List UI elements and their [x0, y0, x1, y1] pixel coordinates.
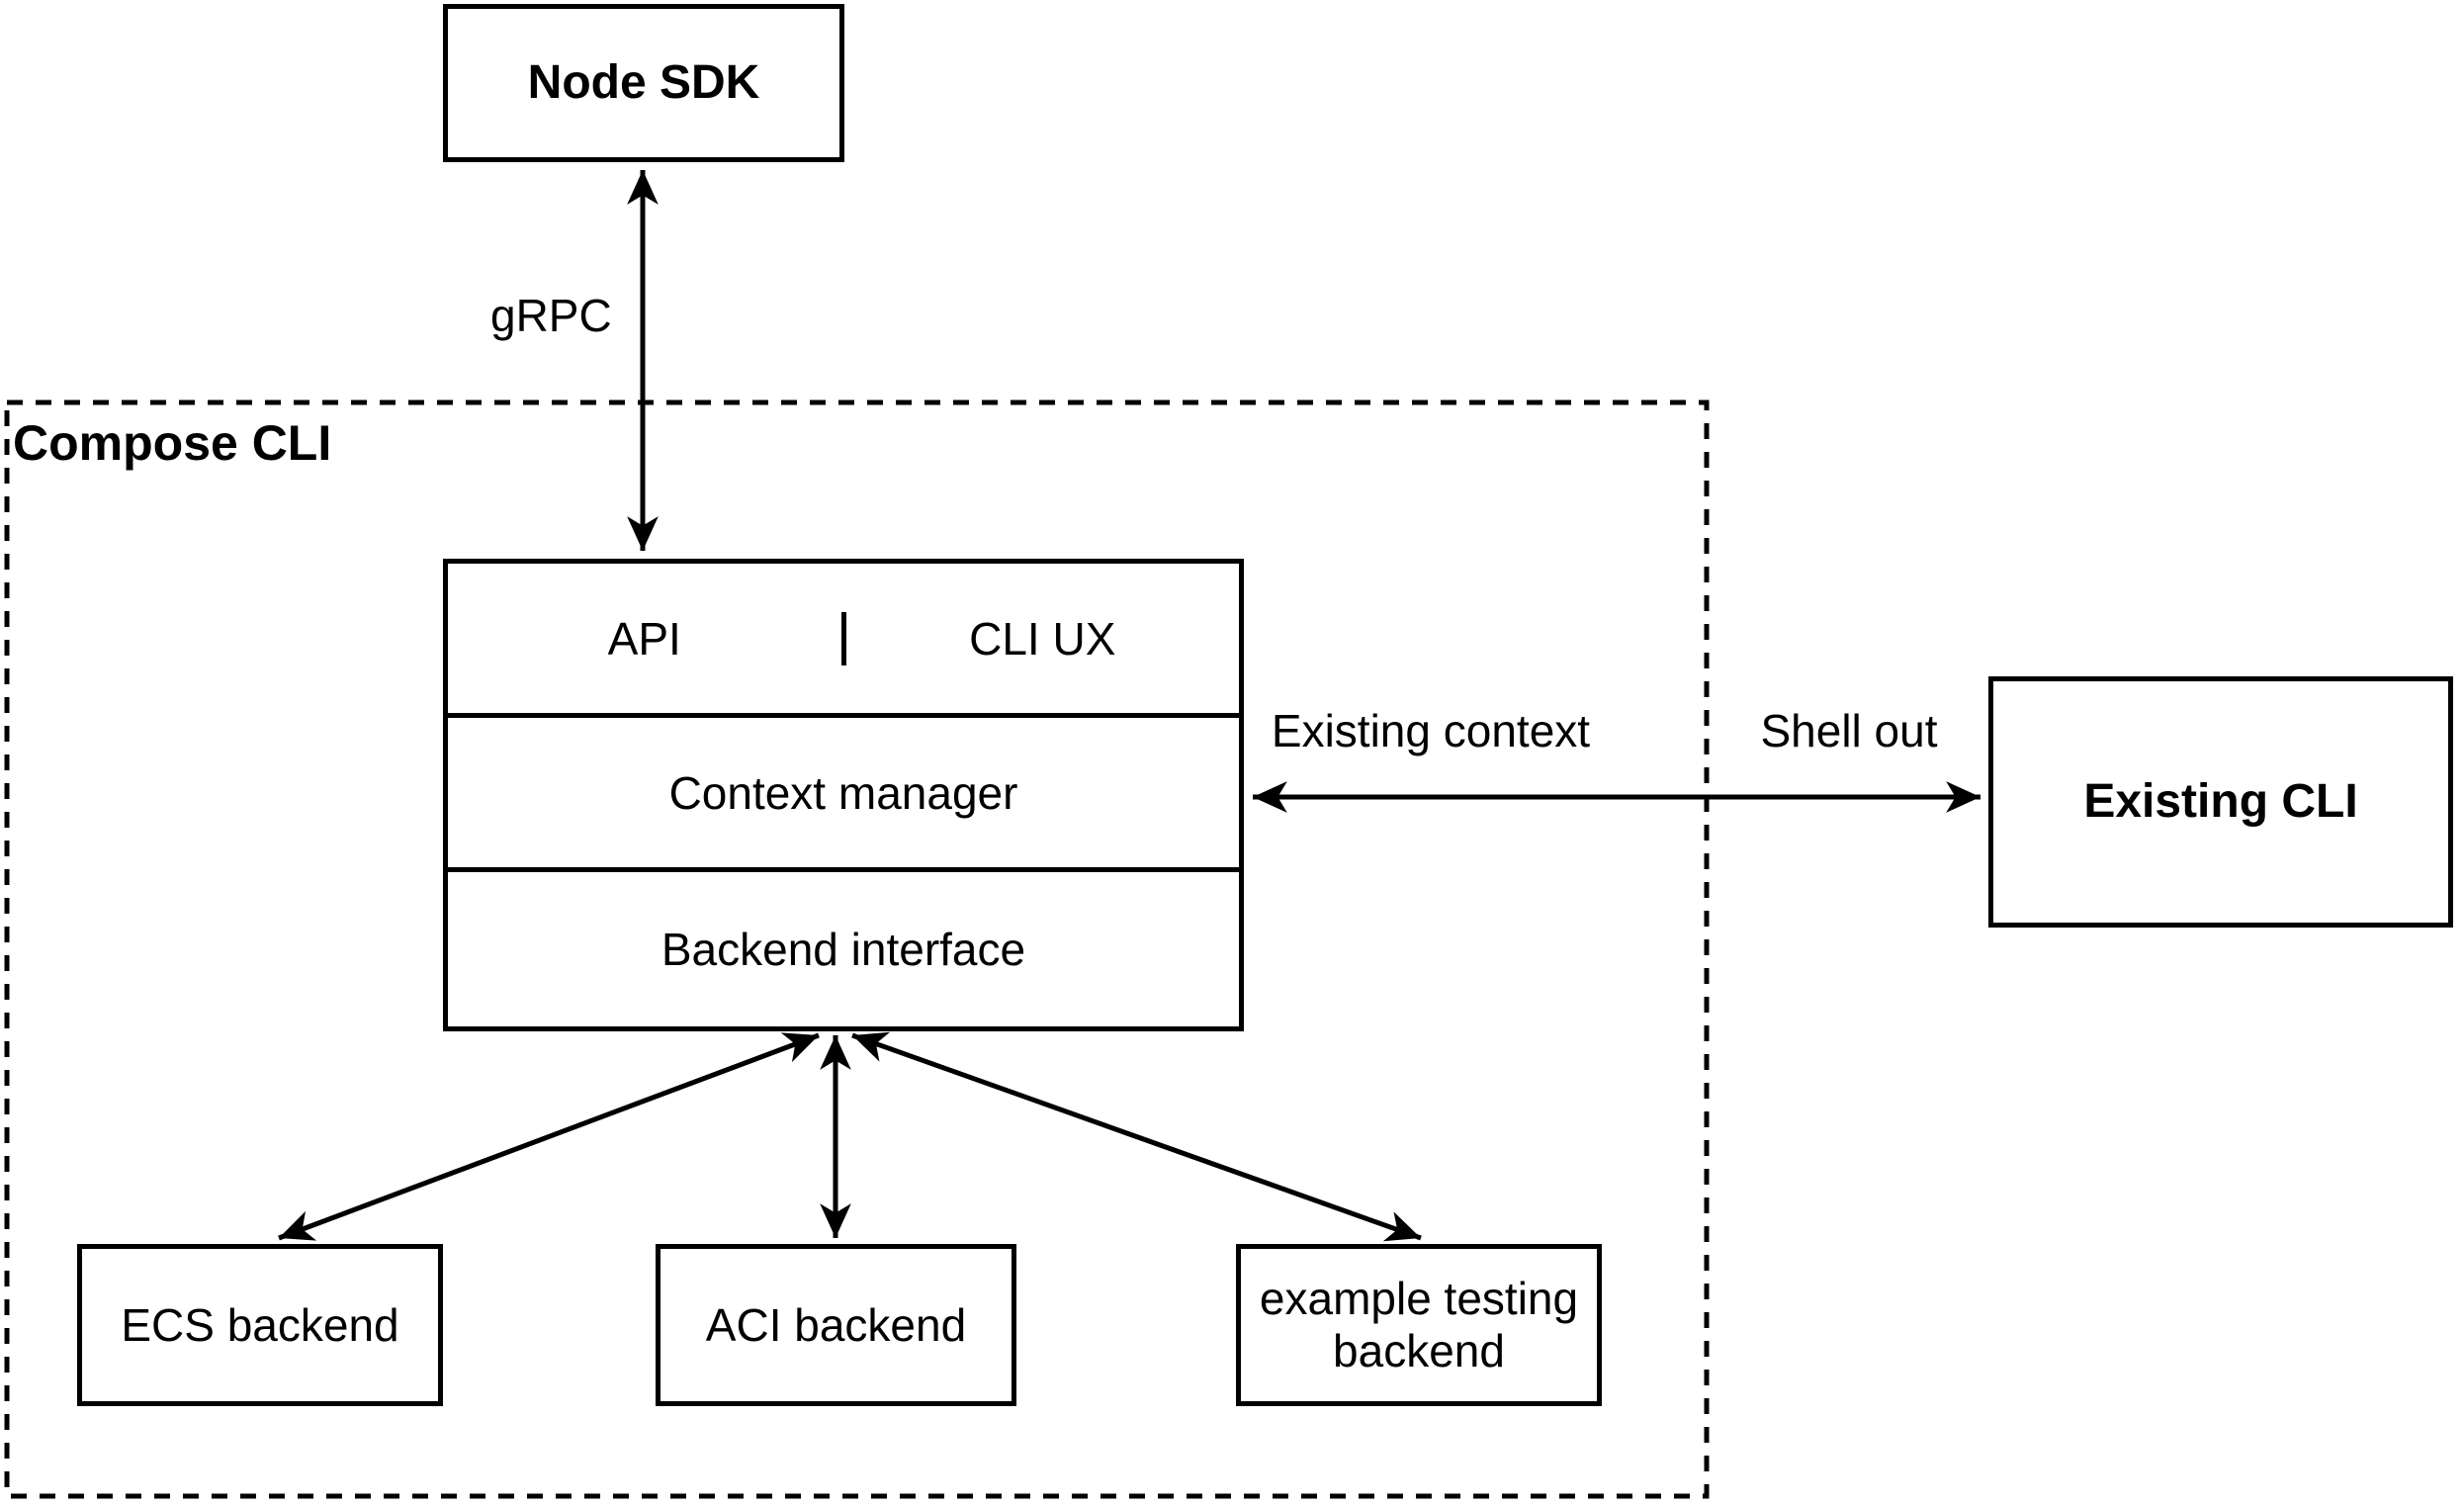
aci-backend-label: ACI backend — [705, 1298, 967, 1351]
ecs-backend-label: ECS backend — [121, 1298, 399, 1351]
compose-cli-container-label: Compose CLI — [13, 415, 332, 471]
edge-label-grpc: gRPC — [490, 290, 612, 341]
node-backend-interface: Backend interface — [448, 872, 1239, 1026]
cli-ux-label: CLI UX — [969, 612, 1116, 665]
node-api: API — [448, 611, 846, 665]
backend-interface-label: Backend interface — [660, 924, 1026, 975]
edge-ecs-backend — [278, 1032, 820, 1241]
node-existing-cli: Existing CLI — [1988, 676, 2453, 928]
context-manager-label: Context manager — [668, 766, 1018, 819]
node-cli-ux: CLI UX — [846, 612, 1240, 665]
stack-top-row: API CLI UX — [448, 564, 1239, 718]
example-testing-backend-label: example testing backend — [1259, 1273, 1579, 1376]
node-sdk-label: Node SDK — [527, 56, 760, 110]
existing-cli-label: Existing CLI — [2083, 775, 2358, 829]
node-ecs-backend: ECS backend — [77, 1244, 443, 1406]
edge-example-testing-backend — [851, 1031, 1422, 1242]
api-label: API — [607, 612, 681, 665]
node-example-testing-backend: example testing backend — [1236, 1244, 1602, 1406]
edge-label-existing-context: Existing context — [1271, 705, 1591, 756]
node-context-manager: Context manager — [448, 718, 1239, 872]
compose-cli-container-border — [4, 399, 1710, 1499]
edge-label-shell-out: Shell out — [1760, 705, 1938, 756]
node-compose-cli-core: API CLI UX Context manager Backend inter… — [443, 559, 1244, 1031]
node-node-sdk: Node SDK — [443, 4, 844, 162]
node-aci-backend: ACI backend — [656, 1244, 1016, 1406]
